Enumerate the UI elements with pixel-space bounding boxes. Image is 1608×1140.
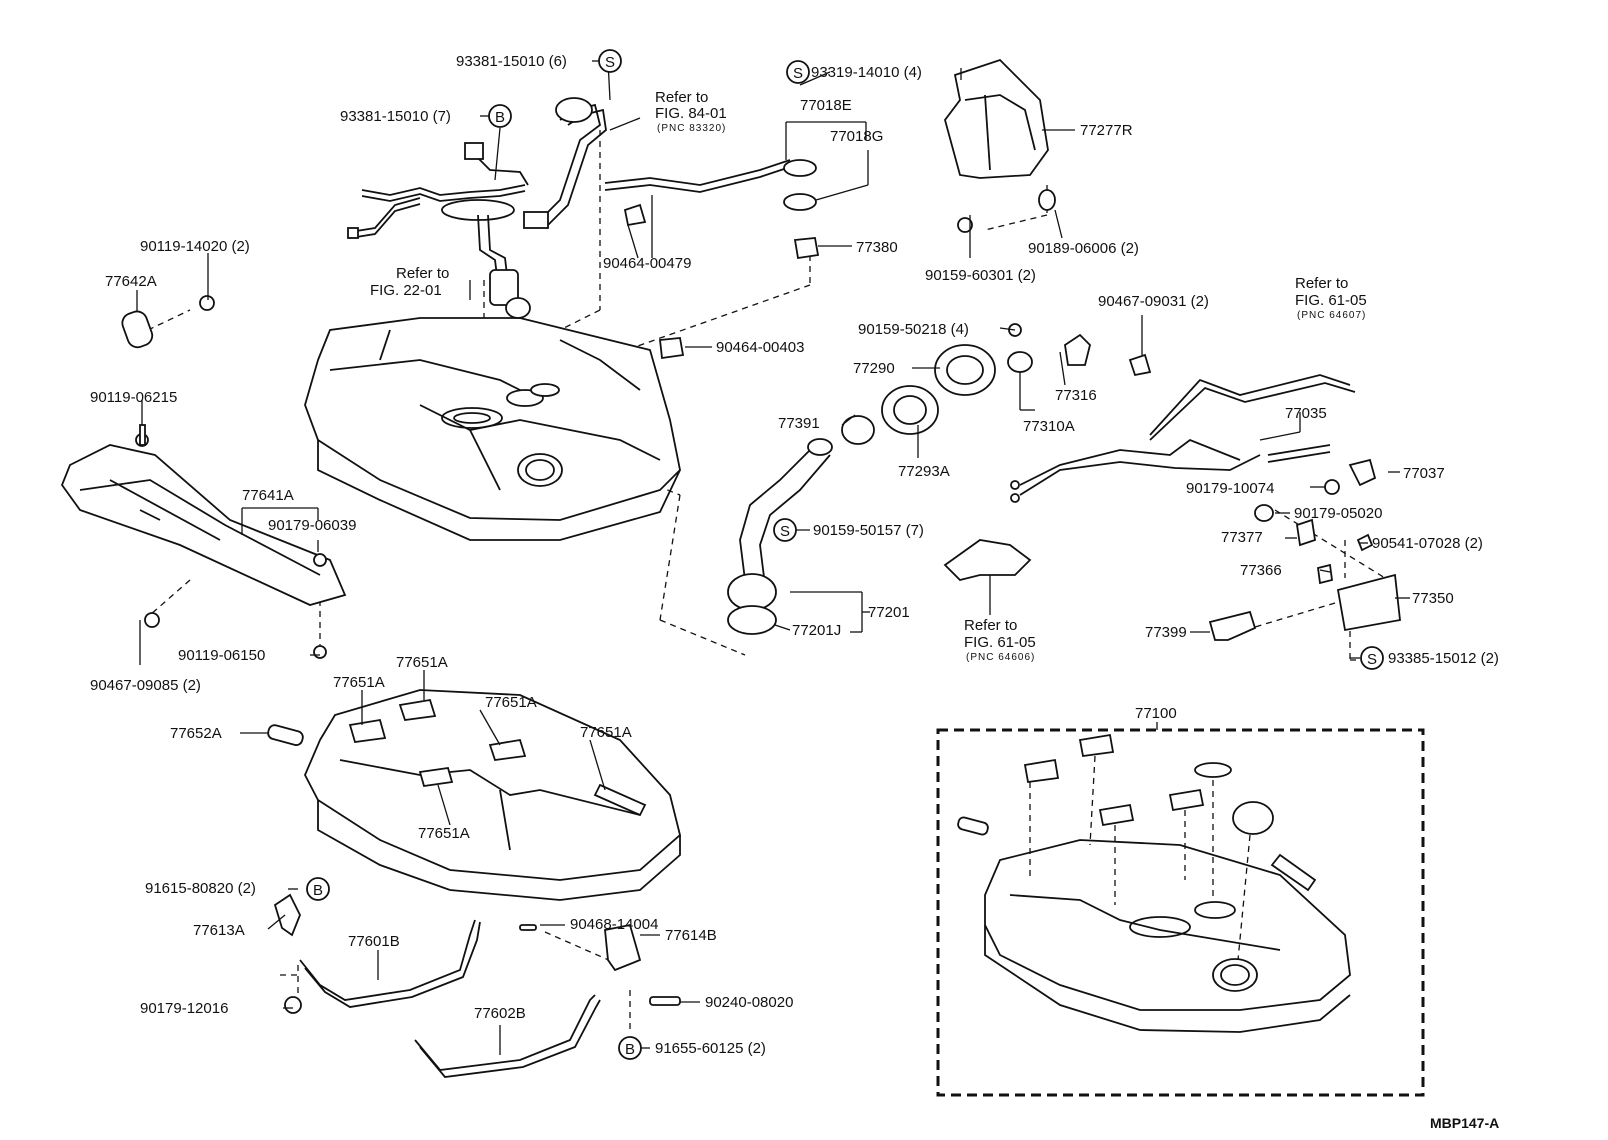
marker-b-text: B — [495, 109, 505, 126]
label-77350: 77350 — [1412, 590, 1454, 607]
label-77651a: 77651A — [333, 674, 385, 691]
leader-lines — [136, 60, 1410, 1055]
label-77651a: 77651A — [396, 654, 448, 671]
label-77366: 77366 — [1240, 562, 1282, 579]
label-93319-14010: 93319-14010 (4) — [811, 64, 922, 81]
label-77035: 77035 — [1285, 405, 1327, 422]
label-77201j: 77201J — [792, 622, 841, 639]
label-77651a: 77651A — [485, 694, 537, 711]
marker-b-text: B — [625, 1041, 635, 1058]
label-77277r: 77277R — [1080, 122, 1133, 139]
label-77380: 77380 — [856, 239, 898, 256]
label-fig-61-05a: FIG. 61-05 — [1295, 292, 1367, 309]
label-90464-00403: 90464-00403 — [716, 339, 804, 356]
label-77641a: 77641A — [242, 487, 294, 504]
label-77651a: 77651A — [418, 825, 470, 842]
label-pnc-64607: (PNC 64607) — [1297, 310, 1366, 321]
upper-fuel-tank — [304, 317, 681, 541]
label-refer-to-84: Refer to — [655, 89, 708, 106]
marker-s: S — [773, 518, 797, 542]
label-pnc-64606: (PNC 64606) — [966, 652, 1035, 663]
label-91615-80820: 91615-80820 (2) — [145, 880, 256, 897]
label-91655-60125: 91655-60125 (2) — [655, 1040, 766, 1057]
marker-s-text: S — [793, 65, 803, 82]
label-90240-08020: 90240-08020 — [705, 994, 793, 1011]
label-93385-15012: 93385-15012 (2) — [1388, 650, 1499, 667]
label-77652a: 77652A — [170, 725, 222, 742]
label-90159-50218: 90159-50218 (4) — [858, 321, 969, 338]
label-77310a: 77310A — [1023, 418, 1075, 435]
label-77018e: 77018E — [800, 97, 852, 114]
label-90464-00479: 90464-00479 — [603, 255, 691, 272]
label-90179-12016: 90179-12016 — [140, 1000, 228, 1017]
label-90179-06039: 90179-06039 — [268, 517, 356, 534]
marker-s-text: S — [780, 523, 790, 540]
tank-assembly-77100 — [936, 728, 1425, 1097]
label-77316: 77316 — [1055, 387, 1097, 404]
label-93381-15010-7: 93381-15010 (7) — [340, 108, 451, 125]
heat-shield — [944, 58, 1056, 233]
label-77100: 77100 — [1135, 705, 1177, 722]
label-refer-to-61a: Refer to — [1295, 275, 1348, 292]
marker-b-text: B — [313, 882, 323, 899]
label-90467-09085: 90467-09085 (2) — [90, 677, 201, 694]
vapor-hose — [604, 159, 820, 360]
label-90189-06006: 90189-06006 (2) — [1028, 240, 1139, 257]
part-labels: 93381-15010 (6) 93381-15010 (7) Refer to… — [90, 53, 1499, 1131]
marker-s-text: S — [1367, 651, 1377, 668]
label-77399: 77399 — [1145, 624, 1187, 641]
label-90119-14020: 90119-14020 (2) — [140, 238, 250, 255]
label-pnc-83320: (PNC 83320) — [657, 123, 726, 134]
label-fig-84-01: FIG. 84-01 — [655, 105, 727, 122]
label-77651a: 77651A — [580, 724, 632, 741]
label-77642a: 77642A — [105, 273, 157, 290]
label-90179-10074: 90179-10074 — [1186, 480, 1274, 497]
marker-s: S — [786, 60, 810, 84]
label-90179-05020: 90179-05020 — [1294, 505, 1382, 522]
marker-s-text: S — [605, 54, 615, 71]
label-77201: 77201 — [868, 604, 910, 621]
label-77293a: 77293A — [898, 463, 950, 480]
marker-b: B — [306, 877, 330, 901]
label-77018g: 77018G — [830, 128, 883, 145]
label-90541-07028: 90541-07028 (2) — [1372, 535, 1483, 552]
label-90468-14004: 90468-14004 — [570, 916, 658, 933]
label-77614b: 77614B — [665, 927, 717, 944]
tank-straps — [273, 893, 681, 1078]
marker-s: S — [1360, 646, 1384, 670]
label-refer-to-22: Refer to — [396, 265, 449, 282]
label-90159-60301: 90159-60301 (2) — [925, 267, 1036, 284]
label-93381-15010-6: 93381-15010 (6) — [456, 53, 567, 70]
label-90119-06215: 90119-06215 — [90, 389, 177, 406]
skid-plate — [60, 295, 347, 659]
fuel-pump-assembly — [347, 97, 607, 319]
circled-markers: S B S S S B B — [306, 49, 1384, 1060]
label-77290: 77290 — [853, 360, 895, 377]
label-fig-61-05b: FIG. 61-05 — [964, 634, 1036, 651]
label-77391: 77391 — [778, 415, 820, 432]
filler-neck — [727, 323, 1091, 635]
label-90467-09031: 90467-09031 (2) — [1098, 293, 1209, 310]
marker-b: B — [488, 104, 512, 128]
cable-bracket — [943, 539, 1032, 581]
label-77613a: 77613A — [193, 922, 245, 939]
marker-b: B — [618, 1036, 642, 1060]
fuel-door-parts — [1208, 504, 1401, 641]
label-90119-06150: 90119-06150 — [178, 647, 265, 664]
label-77037: 77037 — [1403, 465, 1445, 482]
label-90159-50157: 90159-50157 (7) — [813, 522, 924, 539]
label-77602b: 77602B — [474, 1005, 526, 1022]
marker-s: S — [598, 49, 622, 73]
fuel-door-cables — [1010, 353, 1377, 503]
label-77601b: 77601B — [348, 933, 400, 950]
label-fig-22-01: FIG. 22-01 — [370, 282, 442, 299]
lower-fuel-tank — [267, 689, 682, 901]
label-77377: 77377 — [1221, 529, 1263, 546]
label-refer-to-61b: Refer to — [964, 617, 1017, 634]
drawing-id: MBP147-A — [1430, 1115, 1499, 1131]
